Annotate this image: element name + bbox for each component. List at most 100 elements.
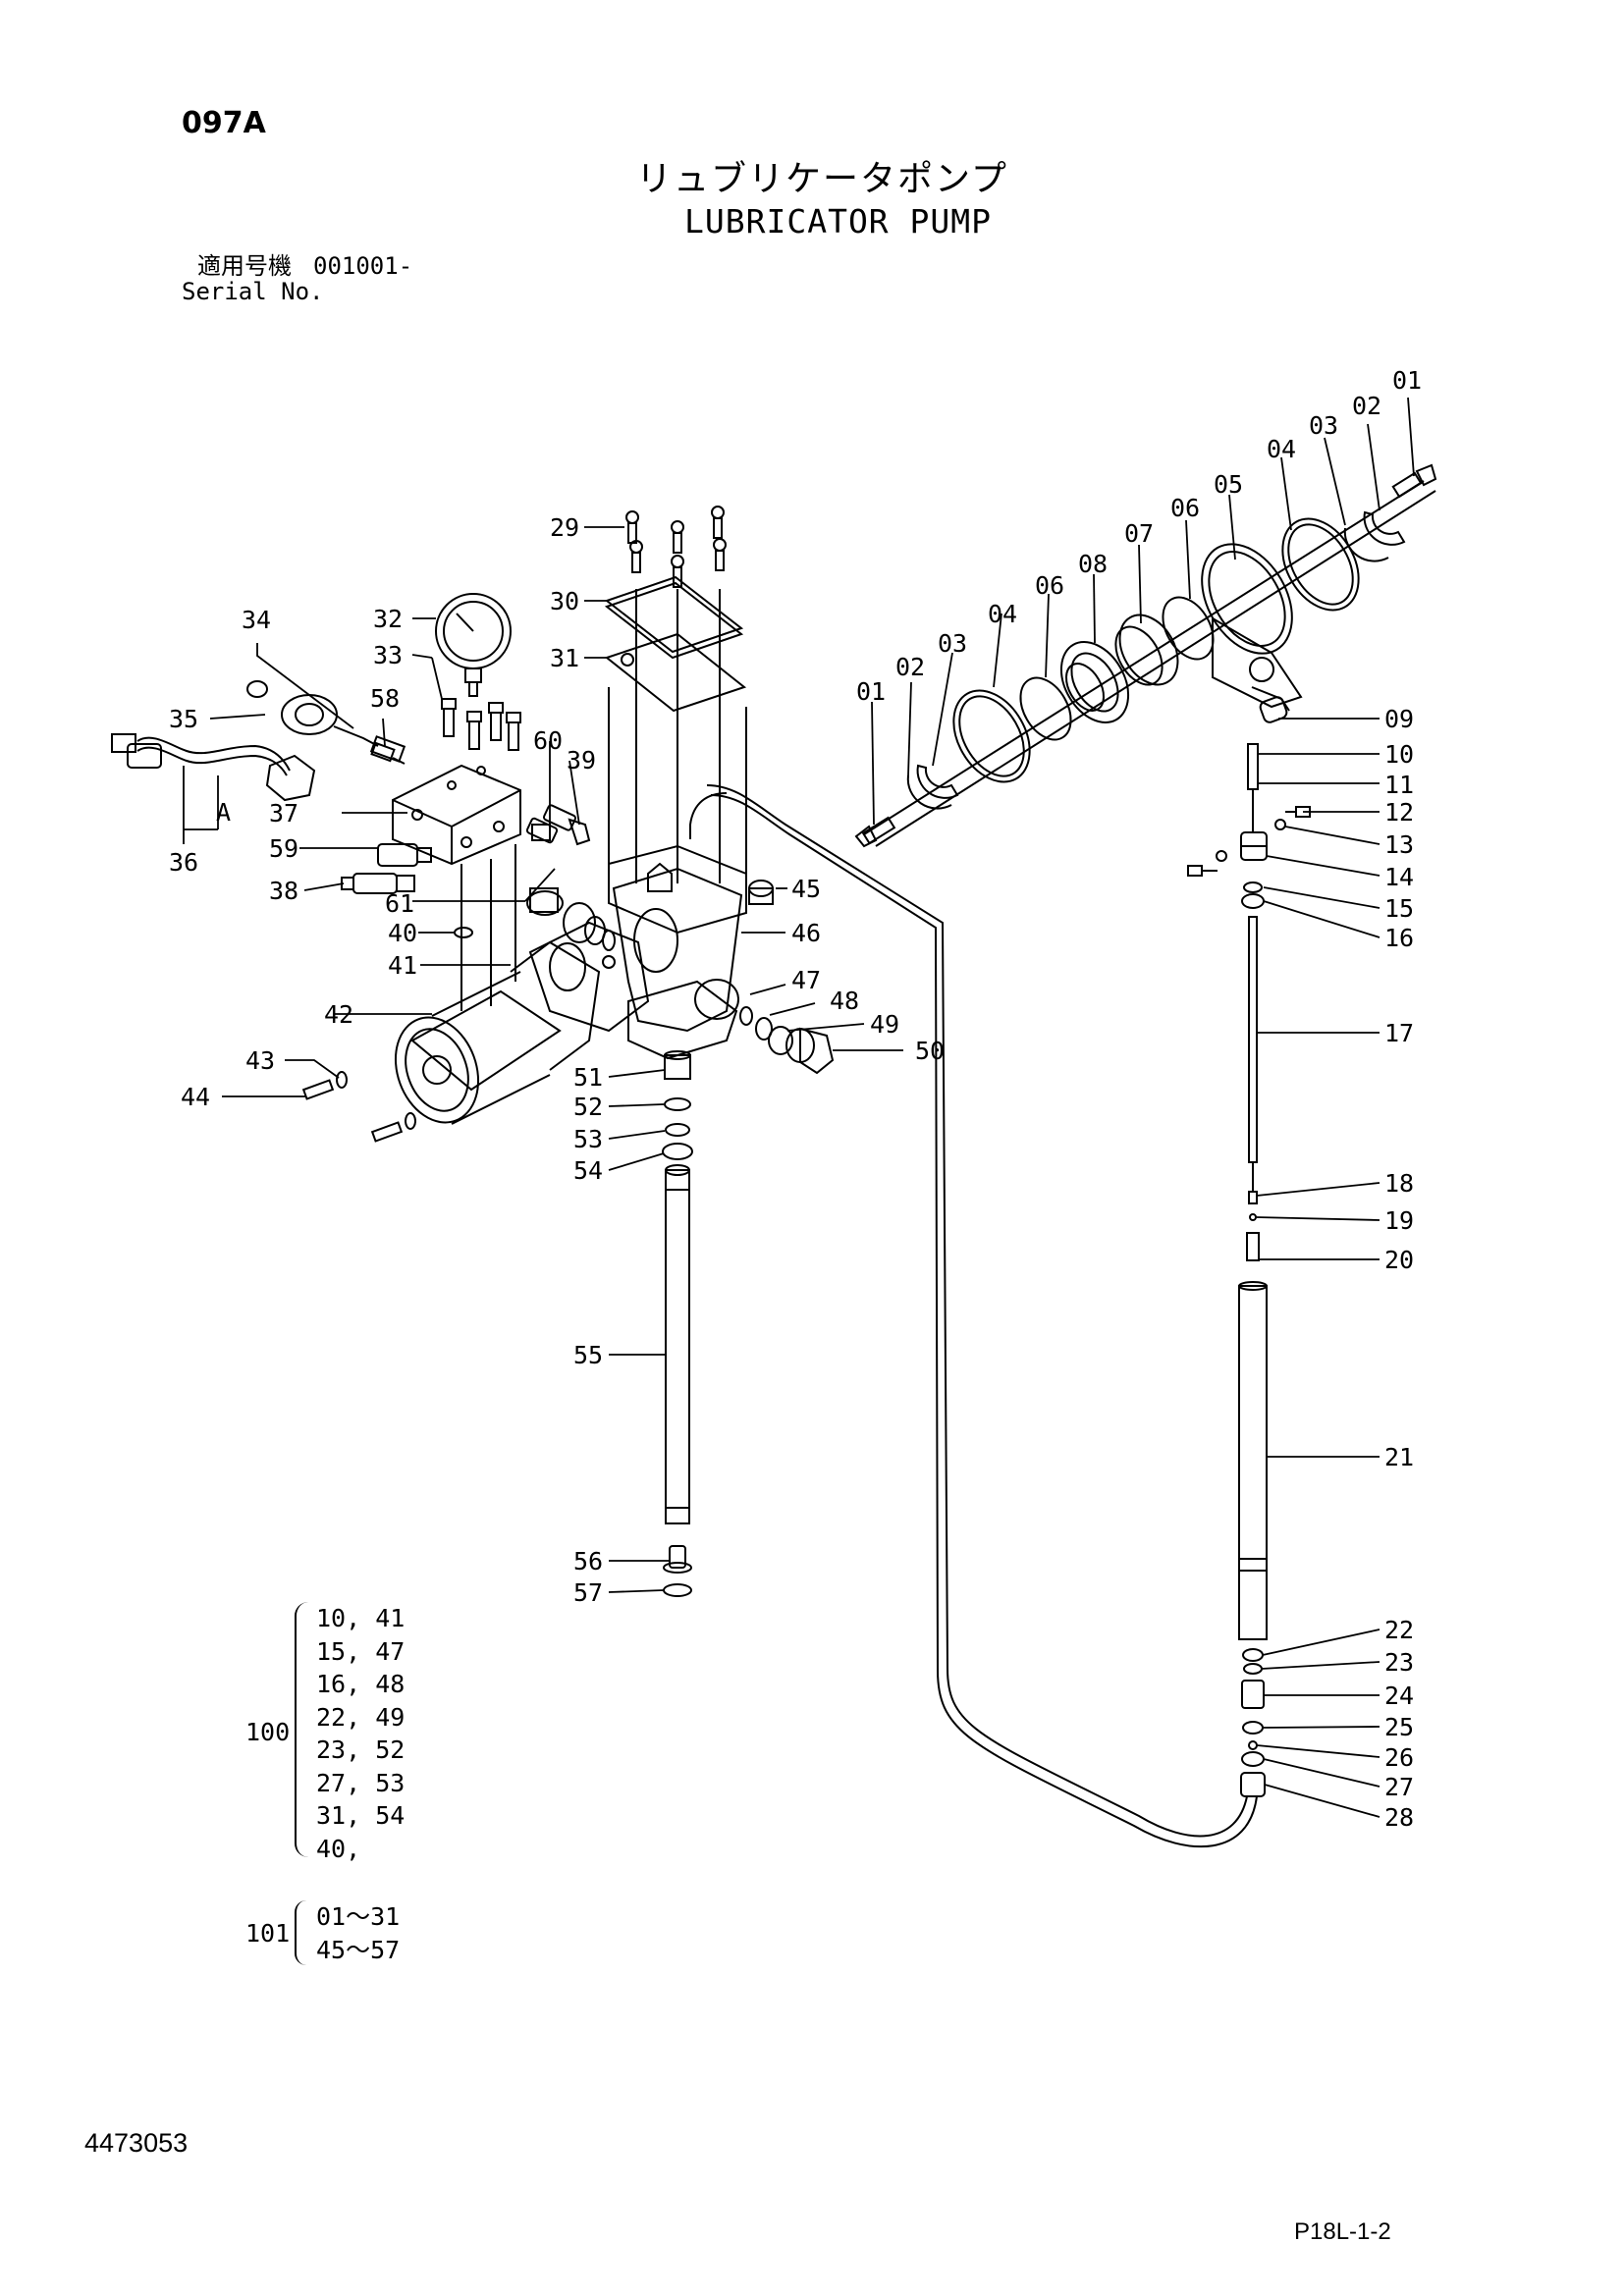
page-number: P18L-1-2 bbox=[1294, 2218, 1391, 2245]
callout-22: 22 bbox=[1384, 1616, 1414, 1644]
page-code: 097A bbox=[182, 106, 266, 140]
kit-100-item: 10, 41 bbox=[316, 1604, 406, 1632]
callout-56: 56 bbox=[573, 1547, 603, 1575]
callout-30: 30 bbox=[550, 587, 579, 615]
callout-labels: 01 02 03 04 05 06 07 08 06 04 03 02 01 0… bbox=[169, 366, 1422, 1832]
pipe-assembly bbox=[662, 1050, 693, 1597]
callout-09: 09 bbox=[1384, 705, 1414, 733]
callout-52: 52 bbox=[573, 1093, 603, 1121]
callout-39: 39 bbox=[567, 746, 596, 774]
callout-38: 38 bbox=[269, 877, 298, 905]
callout-61: 61 bbox=[385, 889, 414, 918]
callout-24: 24 bbox=[1384, 1682, 1414, 1710]
callout-19: 19 bbox=[1384, 1206, 1414, 1235]
callout-25: 25 bbox=[1384, 1713, 1414, 1741]
callout-34: 34 bbox=[242, 606, 271, 634]
callout-58: 58 bbox=[370, 684, 400, 713]
callout-32: 32 bbox=[373, 605, 403, 633]
callout-47: 47 bbox=[791, 966, 821, 994]
callout-18: 18 bbox=[1384, 1169, 1414, 1198]
callout-03: 03 bbox=[1309, 411, 1338, 440]
callout-16: 16 bbox=[1384, 924, 1414, 952]
kit-100-item: 16, 48 bbox=[316, 1670, 406, 1698]
callout-06b: 06 bbox=[1035, 571, 1064, 600]
kit-101-number: 101 bbox=[245, 1919, 291, 1948]
kit-101-item: 45～57 bbox=[316, 1935, 401, 1964]
callout-14: 14 bbox=[1384, 863, 1414, 891]
kit-100-item: 31, 54 bbox=[316, 1801, 406, 1830]
callout-59: 59 bbox=[269, 834, 298, 863]
callout-06: 06 bbox=[1170, 494, 1200, 522]
callout-03b: 03 bbox=[938, 629, 967, 658]
kit-101-items: 01～31 45～57 bbox=[316, 1900, 400, 1966]
plunger-assembly bbox=[1187, 686, 1311, 1797]
callout-45: 45 bbox=[791, 875, 821, 903]
title-japanese: リュブリケータポンプ bbox=[636, 159, 1008, 199]
oil-line bbox=[689, 784, 1248, 1838]
callout-33: 33 bbox=[373, 641, 403, 669]
kit-100-item: 27, 53 bbox=[316, 1768, 406, 1797]
kit-100-item: 23, 52 bbox=[316, 1735, 406, 1764]
callout-04: 04 bbox=[1267, 435, 1296, 463]
callout-46: 46 bbox=[791, 919, 821, 947]
serial-value: 001001- bbox=[313, 252, 413, 280]
callout-57: 57 bbox=[573, 1578, 603, 1607]
kit-100-brace bbox=[295, 1602, 310, 1857]
callout-13: 13 bbox=[1384, 830, 1414, 859]
cover-plates bbox=[604, 506, 747, 883]
callout-12: 12 bbox=[1384, 798, 1414, 827]
callout-07: 07 bbox=[1124, 519, 1154, 548]
callout-02b: 02 bbox=[895, 653, 925, 681]
callout-44: 44 bbox=[181, 1083, 210, 1111]
view-label-a: A bbox=[216, 798, 231, 827]
callout-31: 31 bbox=[550, 644, 579, 672]
shaft-assembly bbox=[854, 463, 1437, 848]
title-english: LUBRICATOR PUMP bbox=[684, 202, 993, 240]
callout-40: 40 bbox=[388, 919, 417, 947]
serial-label-en: Serial No. bbox=[182, 278, 324, 305]
kit-100-item: 15, 47 bbox=[316, 1636, 406, 1666]
serial-block: 適用号機 001001- Serial No. bbox=[182, 253, 412, 304]
kit-100-items: 10, 41 15, 47 16, 48 22, 49 23, 52 27, 5… bbox=[316, 1602, 405, 1865]
callout-37: 37 bbox=[269, 799, 298, 828]
kit-101-brace bbox=[295, 1900, 308, 1965]
callout-53: 53 bbox=[573, 1125, 603, 1153]
callout-01: 01 bbox=[1392, 366, 1422, 395]
callout-28: 28 bbox=[1384, 1803, 1414, 1832]
callout-08: 08 bbox=[1078, 550, 1108, 578]
callout-15: 15 bbox=[1384, 894, 1414, 923]
callout-21: 21 bbox=[1384, 1443, 1414, 1471]
callout-55: 55 bbox=[573, 1341, 603, 1369]
callout-17: 17 bbox=[1384, 1019, 1414, 1047]
callout-23: 23 bbox=[1384, 1648, 1414, 1677]
callout-60: 60 bbox=[533, 726, 563, 755]
callout-49: 49 bbox=[870, 1010, 899, 1039]
callout-20: 20 bbox=[1384, 1246, 1414, 1274]
valve-block bbox=[111, 593, 616, 1011]
callout-54: 54 bbox=[573, 1156, 603, 1185]
callout-10: 10 bbox=[1384, 740, 1414, 769]
callout-50: 50 bbox=[915, 1037, 945, 1065]
serial-label-jp: 適用号機 bbox=[197, 252, 292, 280]
callout-01b: 01 bbox=[856, 677, 886, 706]
callout-05: 05 bbox=[1214, 470, 1243, 499]
kit-100-number: 100 bbox=[245, 1718, 291, 1746]
callout-51: 51 bbox=[573, 1063, 603, 1092]
callout-42: 42 bbox=[324, 1000, 353, 1029]
callout-02: 02 bbox=[1352, 392, 1381, 420]
document-number: 4473053 bbox=[84, 2128, 189, 2158]
callout-04b: 04 bbox=[988, 600, 1017, 628]
callout-48: 48 bbox=[830, 987, 859, 1015]
callout-11: 11 bbox=[1384, 771, 1414, 799]
callout-35: 35 bbox=[169, 705, 198, 733]
motor-assembly bbox=[301, 921, 650, 1143]
kit-100-item: 22, 49 bbox=[316, 1702, 406, 1732]
callout-29: 29 bbox=[550, 513, 579, 542]
kit-100-item: 40, bbox=[316, 1834, 361, 1863]
leader-lines bbox=[183, 397, 1415, 1818]
callout-36: 36 bbox=[169, 848, 198, 877]
callout-43: 43 bbox=[245, 1046, 275, 1075]
callout-26: 26 bbox=[1384, 1743, 1414, 1772]
callout-27: 27 bbox=[1384, 1773, 1414, 1801]
